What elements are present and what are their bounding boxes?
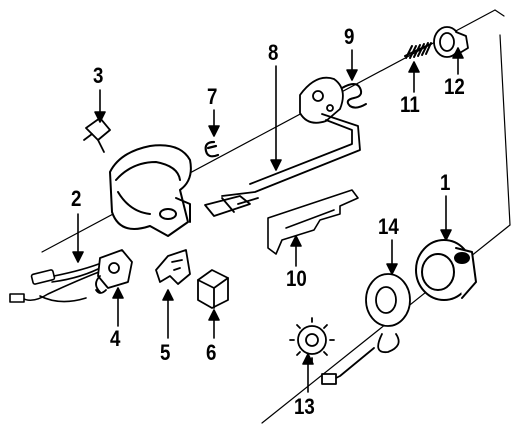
eclip-part	[204, 140, 220, 158]
bracket-part	[155, 249, 191, 285]
callout-6: 6	[206, 340, 217, 365]
block-part	[197, 269, 229, 309]
callout-9: 9	[344, 24, 355, 49]
callout-5: 5	[160, 340, 171, 365]
disc-part	[321, 273, 411, 385]
clip-part	[341, 83, 367, 109]
callout-14: 14	[378, 214, 399, 239]
leader-arrows	[72, 47, 464, 393]
housing-part	[109, 144, 192, 237]
callout-13: 13	[294, 394, 315, 419]
switch-part	[83, 117, 111, 153]
callout-11: 11	[400, 92, 420, 117]
callout-10: 10	[286, 266, 307, 291]
callout-7: 7	[207, 84, 218, 109]
lever-rod-part	[204, 76, 361, 217]
callout-12: 12	[444, 74, 465, 99]
connector-part	[95, 249, 133, 294]
callout-1: 1	[440, 170, 451, 195]
callout-8: 8	[268, 40, 279, 65]
plate-part	[267, 189, 359, 255]
spring-part	[404, 42, 432, 59]
callout-3: 3	[93, 63, 104, 88]
cap-part	[433, 26, 469, 58]
lock-housing-part	[415, 239, 477, 301]
wiring-harness-part	[9, 261, 105, 303]
callout-4: 4	[110, 326, 121, 351]
callout-2: 2	[71, 186, 82, 211]
gear-part	[289, 317, 335, 363]
